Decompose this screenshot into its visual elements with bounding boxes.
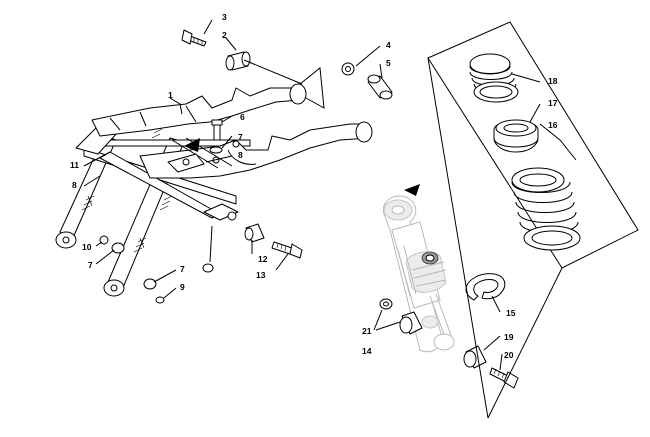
callout-labels: 1 2 3 4 5 6 7 7 7 8 8 9 10 11 12 13 14 1… [70,12,558,360]
triangle-arrow-icon [404,184,420,196]
callout-14: 14 [362,346,372,356]
bolt-3-group [181,29,207,47]
washer-7-lower [143,278,157,290]
callout-11: 11 [70,160,79,170]
shock-absorber [382,184,455,353]
nut-9 [155,296,165,304]
bushing-2 [225,51,251,71]
callout-9: 9 [180,282,185,292]
callout-7-lower: 7 [180,264,185,274]
rail-end-left [55,231,77,249]
clip-15 [465,273,506,301]
callout-4: 4 [386,40,391,50]
spring-16 [511,167,581,251]
shock-mount-bracket [167,153,205,173]
washer-7-left [111,242,125,254]
callout-5: 5 [386,58,391,68]
upper-arm [91,87,301,137]
leader-panel-shock [427,57,489,419]
callout-18: 18 [548,76,558,86]
callout-10: 10 [82,242,92,252]
leader-lines [83,19,577,371]
bushing-12 [244,223,265,243]
washer-4 [341,62,355,76]
washer-7-center [209,146,223,154]
callout-8-right: 8 [238,150,243,160]
lower-arm-boss [355,121,373,143]
callout-8-left: 8 [72,180,77,190]
bolt-20 [489,367,519,389]
callout-3: 3 [222,12,227,22]
callout-21: 21 [362,326,372,336]
callout-13: 13 [256,270,266,280]
triangle-arrow-icon [184,138,200,152]
bolt-13 [271,241,303,259]
callout-15: 15 [506,308,516,318]
rail-end-right [103,279,125,297]
callout-17: 17 [548,98,558,108]
callout-1: 1 [168,90,173,100]
callout-19: 19 [504,332,514,342]
upper-arm-boss [289,83,307,105]
spring-seat-17 [493,119,539,153]
bushing-19 [463,345,487,369]
callout-20: 20 [504,350,514,360]
nut-21 [379,298,393,310]
bushing-14 [399,311,423,335]
shaft-end-right [227,211,237,221]
spring-panel-frame [427,21,639,269]
callout-6: 6 [240,112,245,122]
nut-9-right [202,263,214,273]
bolt-6 [213,123,221,141]
end-plate-right [203,203,239,221]
callout-16: 16 [548,120,558,130]
bushing-5 [367,74,393,100]
callout-7-center: 7 [238,132,243,142]
spring-18 [469,53,519,103]
callout-7-left: 7 [88,260,93,270]
swing-arm-assembly [55,83,373,297]
callout-12: 12 [258,254,268,264]
callout-2: 2 [222,30,227,40]
